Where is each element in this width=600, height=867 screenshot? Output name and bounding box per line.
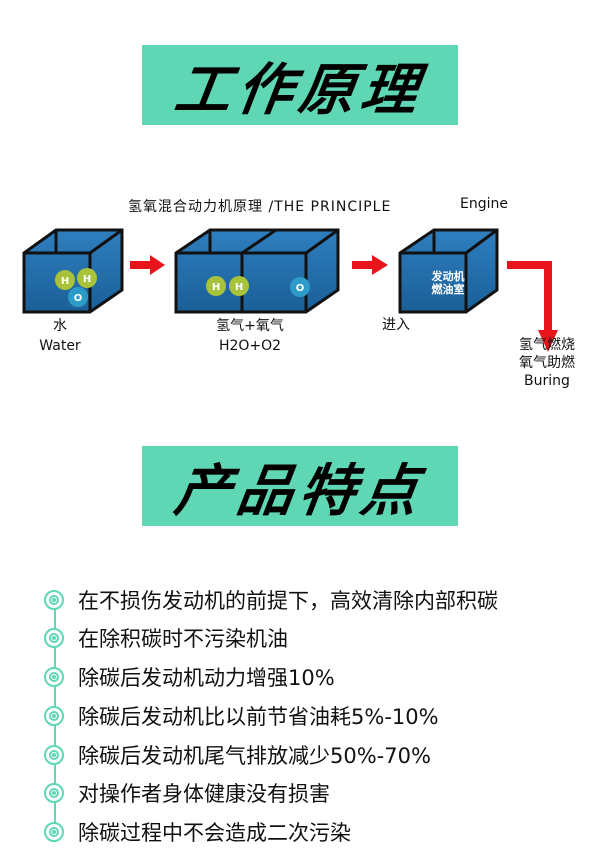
section-title: 工作原理 — [170, 57, 428, 123]
working-principle-banner: 工作原理 — [142, 45, 458, 125]
target-bullet-icon — [44, 706, 64, 726]
target-bullet-icon — [44, 822, 64, 842]
svg-text:O: O — [296, 283, 305, 294]
svg-text:H: H — [212, 282, 220, 293]
diagram-heading: 氢氧混合动力机原理 /THE PRINCIPLE — [128, 199, 392, 215]
arrows — [130, 255, 558, 352]
svg-text:O: O — [74, 293, 83, 304]
arrow-down — [507, 261, 558, 352]
feature-item: 除碳后发动机尾气排放减少50%-70% — [44, 740, 431, 770]
feature-item: 对操作者身体健康没有损害 — [44, 778, 330, 808]
target-bullet-icon — [44, 628, 64, 648]
svg-text:H: H — [235, 282, 243, 293]
target-bullet-icon — [44, 745, 64, 765]
enter-label: 进入 — [382, 317, 410, 333]
section-title: 产品特点 — [170, 458, 428, 524]
engine-tank — [398, 228, 499, 314]
target-bullet-icon — [44, 667, 64, 687]
split-tank — [174, 228, 340, 314]
arrow-1 — [130, 255, 165, 275]
feature-item: 在除积碳时不污染机油 — [44, 623, 288, 653]
svg-text:H: H — [83, 274, 91, 285]
product-features-banner: 产品特点 — [142, 446, 458, 526]
principle-diagram: H H O H H O — [22, 228, 558, 352]
arrow-2 — [352, 255, 388, 275]
engine-chamber-label: 发动机燃油室 — [431, 270, 465, 296]
feature-item: 在不损伤发动机的前提下，高效清除内部积碳 — [44, 585, 498, 615]
target-bullet-icon — [44, 590, 64, 610]
engine-label: Engine — [460, 196, 508, 212]
feature-item: 除碳过程中不会造成二次污染 — [44, 817, 351, 847]
feature-item: 除碳后发动机比以前节省油耗5%-10% — [44, 701, 439, 731]
target-bullet-icon — [44, 783, 64, 803]
atom-h: H — [61, 276, 69, 287]
feature-item: 除碳后发动机动力增强10% — [44, 662, 335, 692]
